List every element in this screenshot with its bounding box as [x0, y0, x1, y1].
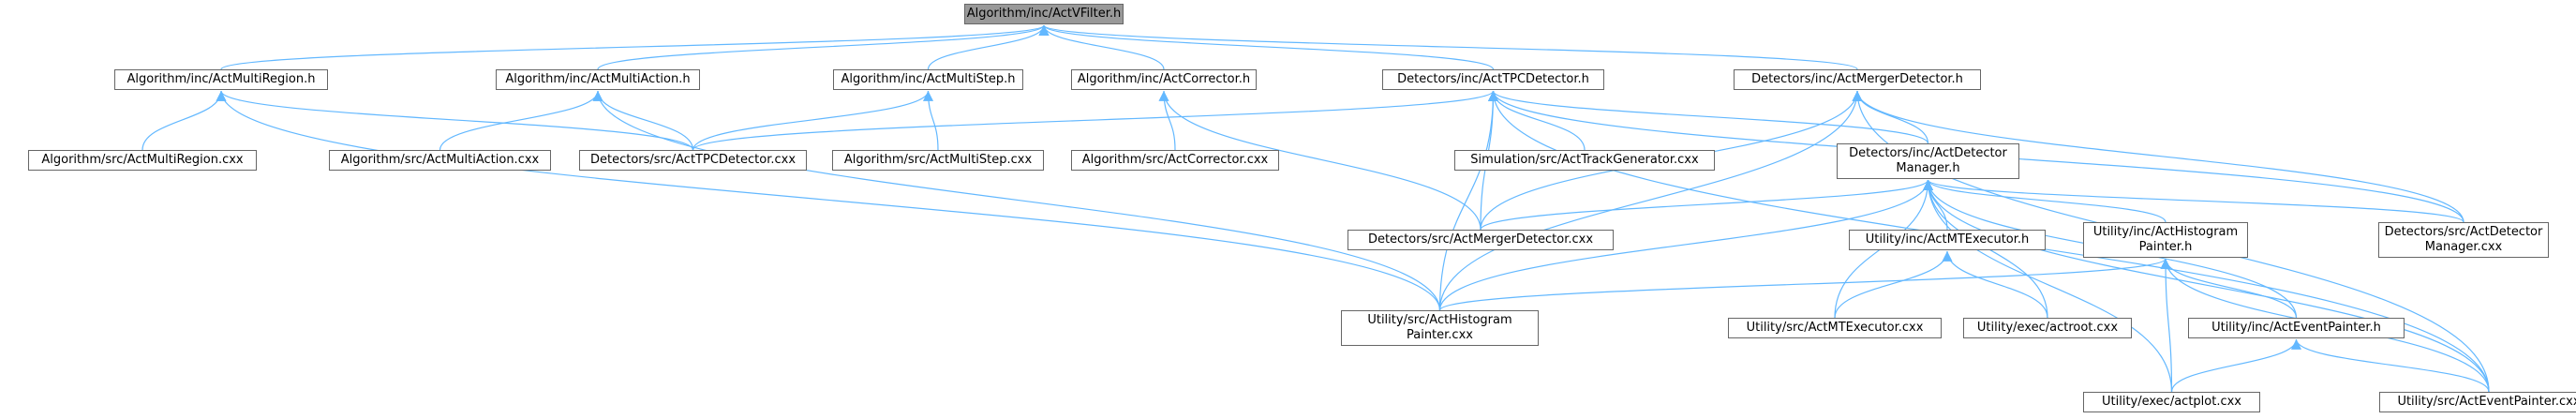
- file-node-ma-h[interactable]: Algorithm/inc/ActMultiAction.h: [496, 69, 700, 90]
- file-node-mte-cxx[interactable]: Utility/src/ActMTExecutor.cxx: [1728, 318, 1942, 338]
- file-node-mr-h[interactable]: Algorithm/inc/ActMultiRegion.h: [114, 69, 328, 90]
- edge-actplot-to-ep_h: [2170, 338, 2301, 393]
- file-node-ms-cxx[interactable]: Algorithm/src/ActMultiStep.cxx: [832, 150, 1044, 171]
- file-node-ep-cxx[interactable]: Utility/src/ActEventPainter.cxx: [2379, 392, 2576, 412]
- edge-mg_cxx-to-dm_h: [1480, 179, 1933, 231]
- edge-hp_cxx-to-mr_h: [216, 90, 1441, 311]
- edge-mr_cxx-to-mr_h: [141, 90, 227, 151]
- file-node-hp-cxx[interactable]: Utility/src/ActHistogram Painter.cxx: [1341, 310, 1539, 346]
- edge-actplot-to-hp_h: [2160, 258, 2173, 393]
- edge-ep_cxx-to-dm_h: [1923, 179, 2490, 393]
- file-node-co-h[interactable]: Algorithm/inc/ActCorrector.h: [1071, 69, 1257, 90]
- edge-tpc_cxx-to-tpc_h: [692, 90, 1498, 151]
- edge-hp_cxx-to-dm_h: [1438, 179, 1933, 311]
- file-node-mg-cxx[interactable]: Detectors/src/ActMergerDetector.cxx: [1348, 230, 1614, 250]
- file-node-tg-cxx[interactable]: Simulation/src/ActTrackGenerator.cxx: [1454, 150, 1715, 171]
- file-node-mr-cxx[interactable]: Algorithm/src/ActMultiRegion.cxx: [28, 150, 257, 171]
- edge-hp_cxx-to-ma_h: [592, 90, 1441, 311]
- file-node-actroot[interactable]: Utility/exec/actroot.cxx: [1963, 318, 2132, 338]
- edge-dm_cxx-to-mg_h: [1852, 90, 2464, 223]
- edge-hp_cxx-to-hp_h: [1438, 258, 2171, 311]
- edge-tpc_h-to-root: [1038, 24, 1495, 70]
- edge-actroot-to-mte_h: [1942, 250, 2048, 319]
- edge-dm_cxx-to-dm_h: [1923, 179, 2464, 223]
- file-node-root: Algorithm/inc/ActVFilter.h: [964, 4, 1124, 24]
- edge-mr_h-to-root: [220, 24, 1049, 70]
- file-node-tpc-cxx[interactable]: Detectors/src/ActTPCDetector.cxx: [579, 150, 807, 171]
- edge-tpc_cxx-to-ms_h: [692, 90, 933, 151]
- edge-ep_h-to-hp_h: [2160, 258, 2298, 319]
- edge-hp_cxx-to-mg_h: [1438, 90, 1863, 311]
- file-node-ms-h[interactable]: Algorithm/inc/ActMultiStep.h: [833, 69, 1023, 90]
- file-node-mte-h[interactable]: Utility/inc/ActMTExecutor.h: [1849, 230, 2046, 250]
- edge-dm_h-to-tpc_h: [1488, 90, 1929, 144]
- file-node-mg-h[interactable]: Detectors/inc/ActMergerDetector.h: [1734, 69, 1981, 90]
- file-node-co-cxx[interactable]: Algorithm/src/ActCorrector.cxx: [1071, 150, 1279, 171]
- edge-actplot-to-dm_h: [1923, 179, 2173, 393]
- edge-ms_cxx-to-ms_h: [923, 90, 939, 151]
- edge-hp_cxx-to-tpc_h: [1438, 90, 1498, 311]
- edge-ma_cxx-to-ma_h: [439, 90, 603, 151]
- edge-tpc_cxx-to-mr_h: [216, 90, 694, 151]
- file-node-ma-cxx[interactable]: Algorithm/src/ActMultiAction.cxx: [329, 150, 551, 171]
- file-node-dm-cxx[interactable]: Detectors/src/ActDetector Manager.cxx: [2378, 222, 2549, 258]
- edge-dm_h-to-mg_h: [1852, 90, 1929, 144]
- edge-mte_cxx-to-mte_h: [1834, 250, 1953, 319]
- edge-hp_h-to-dm_h: [1923, 179, 2167, 223]
- edge-mg_h-to-root: [1039, 24, 1858, 70]
- edge-ep_cxx-to-ep_h: [2291, 338, 2490, 393]
- file-node-ep-h[interactable]: Utility/inc/ActEventPainter.h: [2188, 318, 2405, 338]
- file-node-tpc-h[interactable]: Detectors/inc/ActTPCDetector.h: [1382, 69, 1604, 90]
- file-node-dm-h[interactable]: Detectors/inc/ActDetector Manager.h: [1837, 143, 2019, 179]
- edge-ma_h-to-root: [597, 24, 1050, 70]
- file-node-hp-h[interactable]: Utility/inc/ActHistogram Painter.h: [2083, 222, 2248, 258]
- file-node-actplot[interactable]: Utility/exec/actplot.cxx: [2083, 392, 2260, 412]
